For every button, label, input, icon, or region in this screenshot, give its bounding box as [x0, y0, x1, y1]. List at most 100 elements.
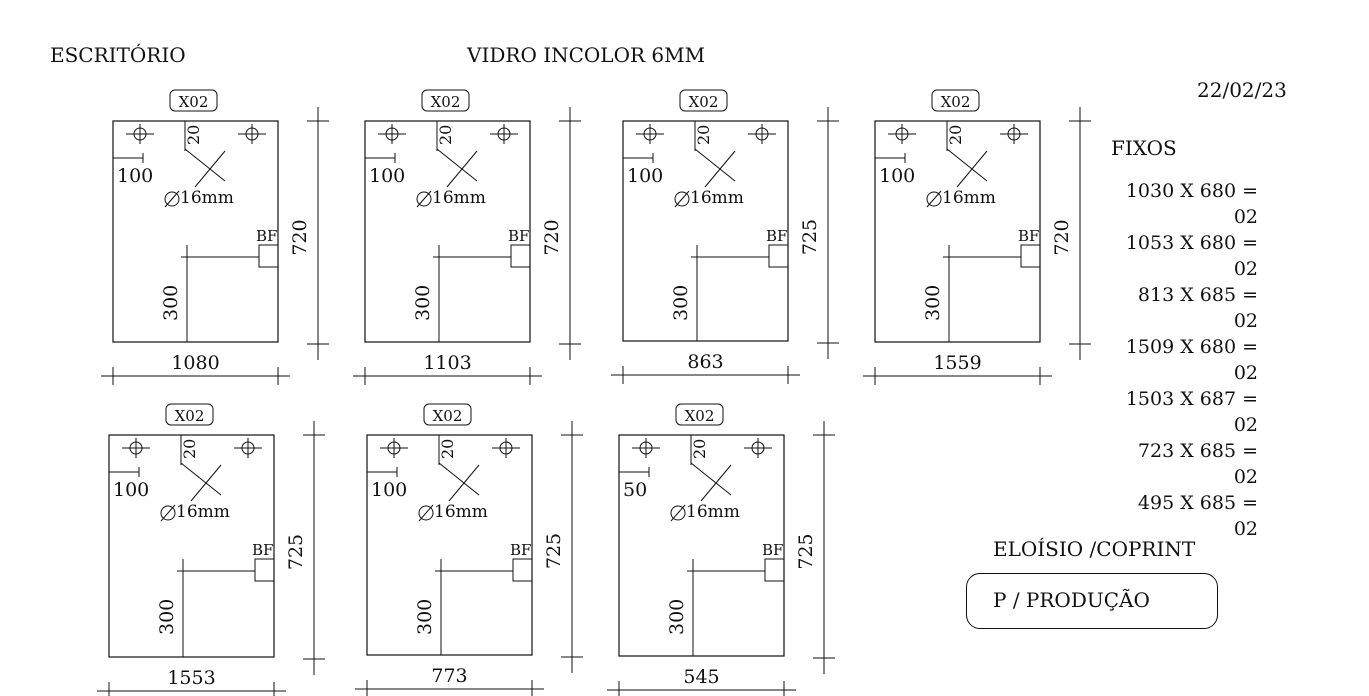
hole-x-mark	[190, 464, 222, 502]
bf-box	[254, 558, 275, 582]
bf-height-label: 300	[412, 285, 434, 321]
qty-tag-label: X02	[689, 93, 719, 111]
hole-offset-label: 20	[690, 439, 709, 459]
hole-x-mark	[946, 148, 988, 182]
date-label: 22/02/23	[1197, 78, 1287, 102]
qty-tag-label: X02	[179, 93, 209, 111]
diameter-symbol	[674, 191, 690, 207]
diameter-symbol	[164, 191, 180, 207]
diameter-symbol	[670, 505, 686, 521]
panel-outline	[366, 434, 533, 656]
width-label: 1553	[167, 667, 215, 689]
panel-outline	[112, 120, 279, 343]
fixos-item: 813 X 685 = 02	[1137, 284, 1258, 332]
qty-tag	[421, 89, 470, 112]
qty-tag	[165, 403, 214, 426]
bf-box	[510, 244, 531, 268]
width-label: 863	[687, 351, 723, 373]
fixos-item: 723 X 685 = 02	[1137, 440, 1258, 488]
height-label: 725	[795, 533, 817, 569]
fixos-item: 1053 X 680 = 02	[1125, 232, 1258, 280]
qty-tag	[169, 89, 218, 112]
production-badge: P / PRODUÇÃO	[966, 573, 1218, 629]
author-label: ELOÍSIO /COPRINT	[993, 537, 1196, 561]
hole-x-mark	[184, 148, 226, 182]
location-title: ESCRITÓRIO	[50, 43, 186, 67]
side-offset-label: 100	[113, 479, 149, 501]
bf-box	[512, 558, 533, 582]
side-offset-label: 100	[369, 165, 405, 187]
hole-x-mark	[704, 150, 736, 188]
width-label: 1559	[933, 352, 981, 374]
qty-tag	[675, 403, 724, 426]
hole-x-mark	[436, 148, 478, 182]
bf-height-label: 300	[156, 599, 178, 635]
diameter-symbol	[418, 504, 434, 522]
bf-height-label: 300	[414, 599, 436, 635]
hole-diameter-label: 16mm	[432, 188, 486, 208]
panel-outline	[364, 120, 531, 343]
height-label: 720	[289, 219, 311, 255]
hole-diameter-label: 16mm	[942, 188, 996, 208]
bf-box	[1020, 244, 1041, 268]
fixos-item: 1509 X 680 = 02	[1125, 336, 1258, 384]
hole-x-mark	[194, 150, 226, 188]
bf-height-label: 300	[670, 285, 692, 321]
bf-label: BF	[1018, 227, 1039, 245]
hole-x-mark	[180, 462, 222, 496]
fixos-title: FIXOS	[1111, 136, 1177, 160]
qty-tag-label: X02	[433, 407, 463, 425]
hole-diameter-label: 16mm	[176, 502, 230, 522]
diameter-symbol	[416, 191, 432, 207]
diameter-symbol	[674, 190, 690, 208]
fixos-list: 1030 X 680 = 02 1053 X 680 = 02 813 X 68…	[1108, 178, 1258, 542]
panel-outline	[874, 120, 1041, 343]
qty-tag	[931, 89, 980, 112]
diameter-symbol	[164, 190, 180, 208]
qty-tag-label: X02	[431, 93, 461, 111]
bf-label: BF	[256, 227, 277, 245]
width-label: 773	[431, 665, 467, 687]
qty-tag	[679, 89, 728, 112]
qty-tag-label: X02	[941, 93, 971, 111]
height-label: 725	[799, 219, 821, 255]
hole-x-mark	[690, 462, 732, 496]
bf-label: BF	[252, 541, 273, 559]
diameter-symbol	[418, 505, 434, 521]
fixos-item: 1030 X 680 = 02	[1125, 180, 1258, 228]
hole-diameter-label: 16mm	[690, 188, 744, 208]
side-offset-label: 100	[879, 165, 915, 187]
panel-outline	[622, 120, 789, 342]
diameter-symbol	[160, 504, 176, 522]
qty-tag-label: X02	[175, 407, 205, 425]
side-offset-label: 100	[627, 165, 663, 187]
height-label: 720	[541, 219, 563, 255]
height-label: 720	[1051, 219, 1073, 255]
width-label: 545	[683, 666, 719, 688]
bf-height-label: 300	[666, 599, 688, 635]
hole-offset-label: 20	[438, 439, 457, 459]
fixos-item: 495 X 685 = 02	[1137, 492, 1258, 540]
hole-x-mark	[438, 462, 480, 496]
bf-label: BF	[766, 227, 787, 245]
side-offset-label: 100	[117, 165, 153, 187]
diameter-symbol	[160, 505, 176, 521]
side-offset-label: 50	[623, 479, 647, 501]
hole-offset-label: 20	[180, 439, 199, 459]
height-label: 725	[285, 534, 307, 570]
hole-x-mark	[446, 150, 478, 188]
bf-box	[768, 244, 789, 268]
bf-height-label: 300	[922, 285, 944, 321]
bf-label: BF	[510, 541, 531, 559]
qty-tag-label: X02	[685, 407, 715, 425]
hole-x-mark	[694, 148, 736, 182]
bf-label: BF	[762, 541, 783, 559]
